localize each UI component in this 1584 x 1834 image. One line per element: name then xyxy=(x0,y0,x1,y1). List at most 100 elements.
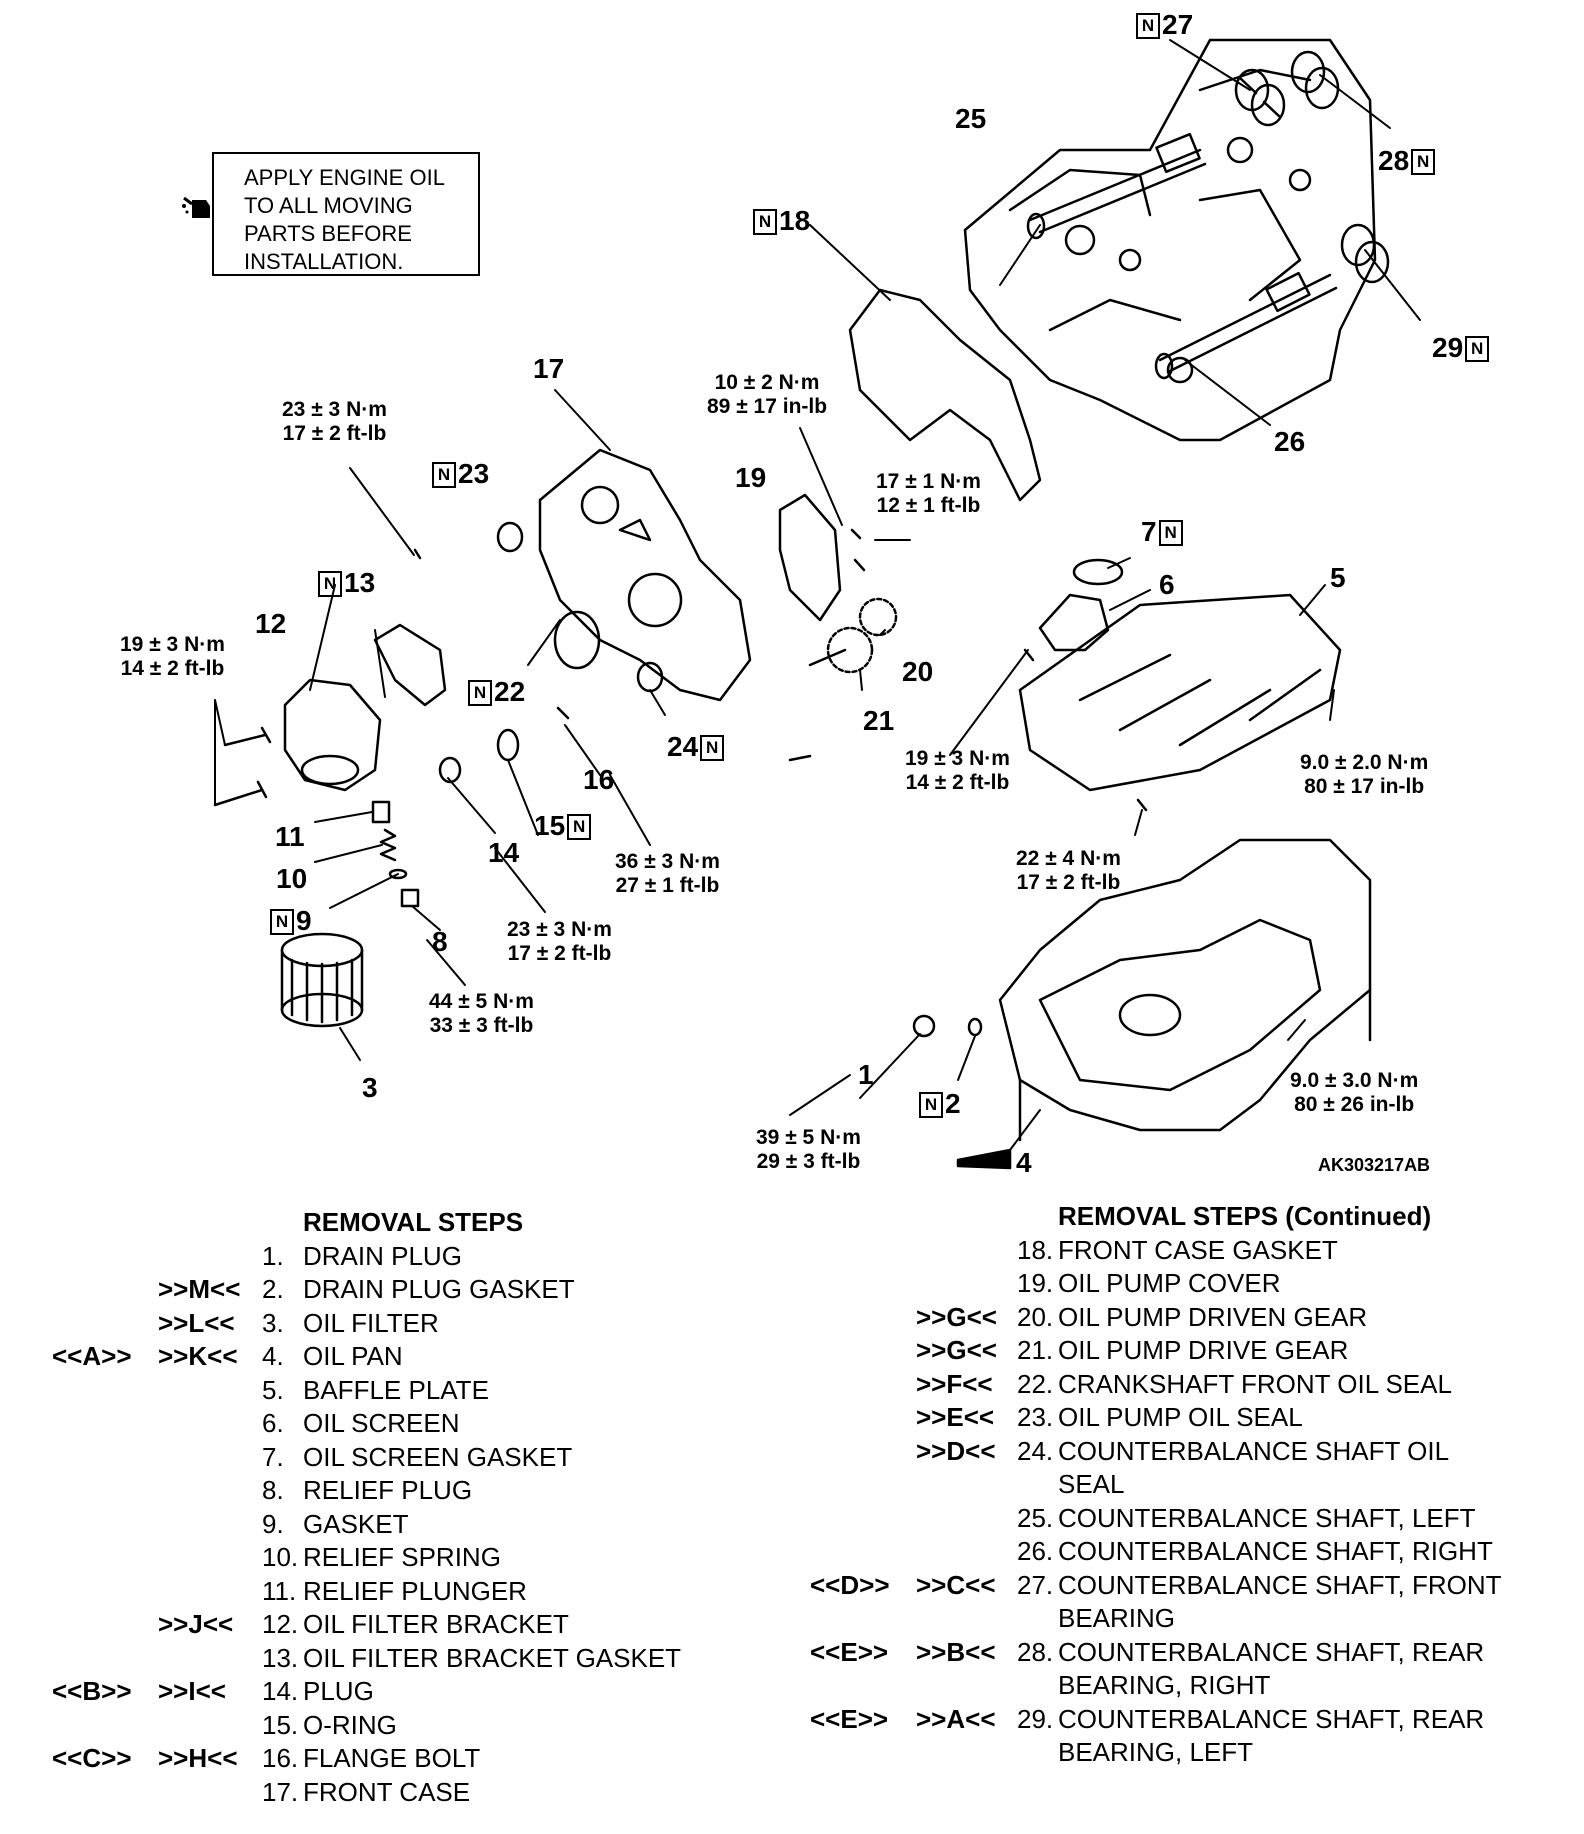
step-text: COUNTERBALANCE SHAFT, REAR xyxy=(1058,1703,1485,1734)
part-label-19: 19 xyxy=(735,462,767,493)
step-row: BEARING xyxy=(790,1602,1570,1636)
step-number: 15. xyxy=(262,1709,299,1740)
restriction-marker-install: >>M<< xyxy=(158,1274,241,1304)
counterbalance-shaft-right xyxy=(1154,271,1338,380)
new-part-marker: N xyxy=(1136,13,1160,39)
step-number: 3. xyxy=(262,1307,284,1338)
step-number: 16. xyxy=(262,1743,299,1773)
new-part-marker: N xyxy=(270,909,294,935)
step-text: OIL SCREEN GASKET xyxy=(303,1441,573,1472)
baffle-plate xyxy=(1018,593,1342,792)
oil-filter xyxy=(280,932,364,1028)
new-part-marker: N xyxy=(567,814,592,840)
relief-gasket xyxy=(388,868,408,880)
part-label-16: 16 xyxy=(583,764,615,795)
relief-plunger xyxy=(371,800,391,824)
step-text: OIL FILTER xyxy=(303,1307,439,1338)
part-label-17: 17 xyxy=(533,353,565,384)
step-text: BEARING, RIGHT xyxy=(1058,1670,1271,1700)
plug xyxy=(438,756,462,784)
part-label-3: 3 xyxy=(362,1072,378,1103)
crankshaft-front-oil-seal xyxy=(553,610,601,670)
front-case xyxy=(538,448,752,702)
bearing-28 xyxy=(1290,50,1340,110)
step-number: 21. xyxy=(1017,1335,1054,1365)
step-row: 9.GASKET xyxy=(30,1508,730,1542)
step-row: <<B>>>>I<<14.PLUG xyxy=(30,1675,730,1709)
oil-pan xyxy=(998,838,1372,1142)
step-row: BEARING, RIGHT xyxy=(790,1669,1570,1703)
bracket-bolt-lower xyxy=(213,780,268,807)
relief-spring xyxy=(379,828,397,862)
step-text: COUNTERBALANCE SHAFT, REAR xyxy=(1058,1636,1485,1667)
step-number: 13. xyxy=(262,1642,299,1673)
step-number: 6. xyxy=(262,1408,284,1438)
counterbalance-shaft-left xyxy=(1026,132,1207,240)
part-label-10: 10 xyxy=(276,863,308,894)
step-text: OIL PUMP DRIVEN GEAR xyxy=(1058,1301,1368,1332)
o-ring xyxy=(496,728,520,762)
bearing-29 xyxy=(1340,223,1390,284)
oil-screen-gasket xyxy=(1072,558,1124,586)
step-row: 26.COUNTERBALANCE SHAFT, RIGHT xyxy=(790,1535,1570,1569)
step-text: FRONT CASE xyxy=(303,1776,471,1807)
step-number: 9. xyxy=(262,1508,284,1539)
step-number: 25. xyxy=(1017,1502,1054,1533)
step-row: 8.RELIEF PLUG xyxy=(30,1474,730,1508)
oil-screen xyxy=(1038,593,1110,652)
engine-block xyxy=(963,38,1377,442)
part-label-6: 6 xyxy=(1159,569,1175,600)
oil-pump-oil-seal xyxy=(496,521,524,553)
note-line: INSTALLATION. xyxy=(244,249,404,274)
step-row: >>M<<2.DRAIN PLUG GASKET xyxy=(30,1273,730,1307)
step-row: >>J<<12.OIL FILTER BRACKET xyxy=(30,1608,730,1642)
leader-lines xyxy=(214,39,1421,1151)
restriction-marker-install: >>G<< xyxy=(916,1301,997,1332)
step-number: 14. xyxy=(262,1676,299,1706)
driven-gear xyxy=(858,597,898,637)
step-number: 28. xyxy=(1017,1636,1054,1667)
step-row: >>D<<24.COUNTERBALANCE SHAFT OIL xyxy=(790,1435,1570,1469)
step-row: 11.RELIEF PLUNGER xyxy=(30,1575,730,1609)
step-number: 18. xyxy=(1017,1234,1054,1265)
new-part-marker: N xyxy=(432,462,456,488)
step-number: 17. xyxy=(262,1776,299,1807)
restriction-marker-install: >>I<< xyxy=(158,1676,226,1706)
restriction-marker-removal: <<E>> xyxy=(810,1636,889,1667)
new-part-marker: N xyxy=(1465,336,1490,362)
restriction-marker-install: >>F<< xyxy=(916,1368,993,1399)
step-text: SEAL xyxy=(1058,1469,1125,1499)
new-part-marker: N xyxy=(318,571,342,597)
step-text: OIL PAN xyxy=(303,1341,403,1371)
note-line: APPLY ENGINE OIL xyxy=(244,165,445,190)
step-text: COUNTERBALANCE SHAFT, LEFT xyxy=(1058,1502,1476,1533)
step-text: COUNTERBALANCE SHAFT, RIGHT xyxy=(1058,1536,1493,1566)
part-label-12: 12 xyxy=(255,608,287,639)
step-text: FLANGE BOLT xyxy=(303,1743,481,1773)
bracket-bolt-upper xyxy=(223,726,272,747)
step-text: RELIEF SPRING xyxy=(303,1542,501,1572)
step-number: 4. xyxy=(262,1341,284,1371)
new-part-marker: N xyxy=(919,1092,943,1118)
figure-code: AK303217AB xyxy=(1318,1155,1431,1175)
step-row: <<E>>>>A<<29.COUNTERBALANCE SHAFT, REAR xyxy=(790,1703,1570,1737)
relief-plug xyxy=(400,888,420,908)
step-row: 25.COUNTERBALANCE SHAFT, LEFT xyxy=(790,1502,1570,1536)
removal-steps-continued-list: REMOVAL STEPS (Continued) 18.FRONT CASE … xyxy=(790,1200,1570,1770)
step-number: 23. xyxy=(1017,1402,1054,1432)
part-label-11: 11 xyxy=(275,821,305,852)
step-row: SEAL xyxy=(790,1468,1570,1502)
oil-can-icon xyxy=(182,196,210,218)
restriction-marker-install: >>B<< xyxy=(916,1636,996,1667)
step-text: O-RING xyxy=(303,1709,397,1740)
step-text: DRAIN PLUG GASKET xyxy=(303,1274,575,1304)
